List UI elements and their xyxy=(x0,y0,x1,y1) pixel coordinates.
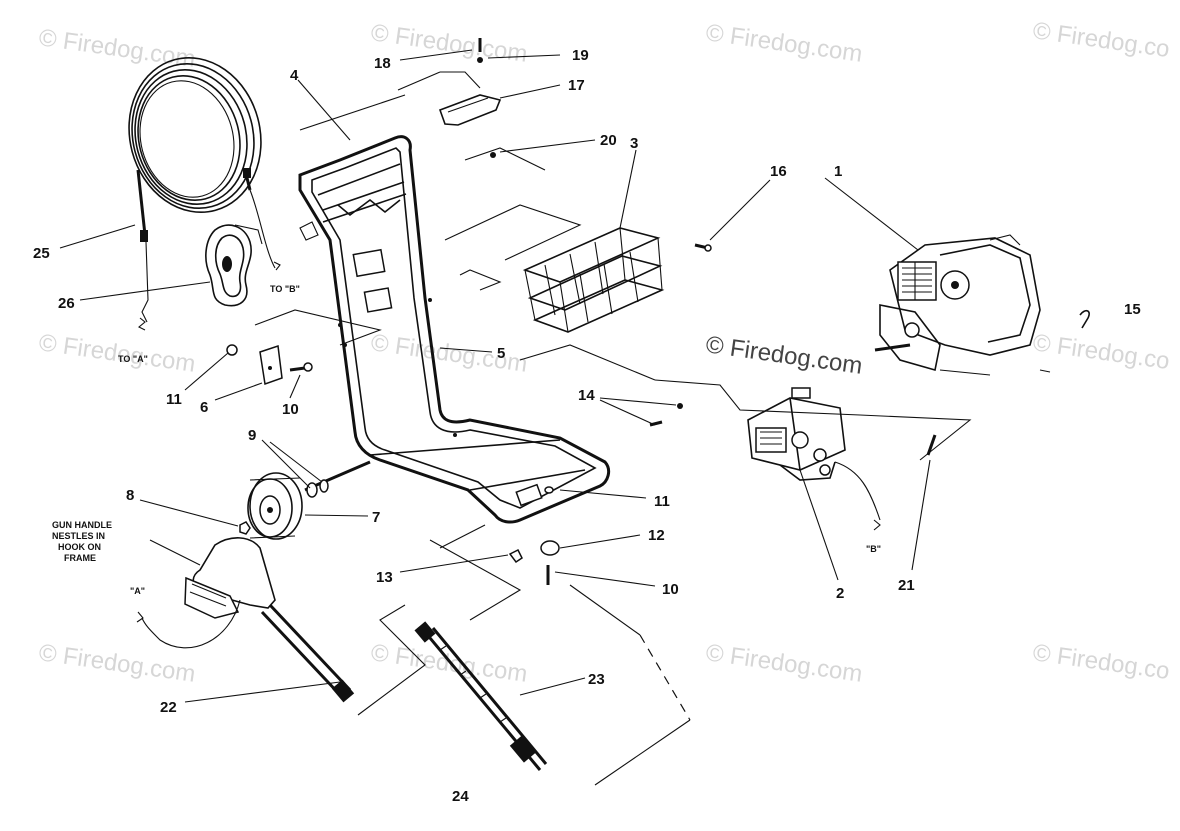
gun-handle-note-line2: NESTLES IN xyxy=(52,531,105,541)
callout-1: 1 xyxy=(834,163,842,180)
watermark-text: © Firedog.com xyxy=(704,19,864,68)
callout-15: 15 xyxy=(1124,301,1141,318)
nut-part-13 xyxy=(508,548,523,564)
annotation-notes: GUN HANDLE NESTLES IN HOOK ON FRAME TO "… xyxy=(52,284,881,596)
gun-handle-note-line1: GUN HANDLE xyxy=(52,520,112,530)
callout-10-lower: 10 xyxy=(662,581,679,598)
callout-7: 7 xyxy=(372,509,380,526)
callout-11-lower: 11 xyxy=(654,493,670,510)
washer-part-19 xyxy=(477,57,483,63)
callout-19: 19 xyxy=(572,47,589,64)
callout-3: 3 xyxy=(630,135,638,152)
spacer-part-12 xyxy=(540,540,560,556)
callout-8: 8 xyxy=(126,487,134,504)
leader-lines xyxy=(59,49,931,703)
frame-part-4 xyxy=(298,135,611,524)
callout-23: 23 xyxy=(588,671,605,688)
watermark-text-center: © Firedog.com xyxy=(704,331,864,380)
callout-25: 25 xyxy=(33,245,50,262)
hook-part-17 xyxy=(438,94,502,126)
callout-9: 9 xyxy=(248,427,256,444)
nut-part-14 xyxy=(677,403,683,409)
watermark-text-partial: © Firedog.co xyxy=(1031,17,1171,63)
to-a-label: TO "A" xyxy=(118,354,148,364)
watermark-text: © Firedog.com xyxy=(704,639,864,688)
to-b-label: TO "B" xyxy=(270,284,300,294)
callout-labels: 1 2 3 4 5 6 7 8 9 10 10 11 11 12 13 14 1… xyxy=(33,47,1141,805)
callout-18: 18 xyxy=(374,55,391,72)
engine-part-1 xyxy=(874,234,1051,376)
callout-26: 26 xyxy=(58,295,75,312)
callout-17: 17 xyxy=(568,77,585,94)
mark-a-label: "A" xyxy=(130,586,145,596)
callout-6: 6 xyxy=(200,399,208,416)
bolt-part-14 xyxy=(649,420,663,427)
callout-24: 24 xyxy=(452,788,469,805)
connector-lines xyxy=(254,71,972,786)
gun-handle-note-line4: FRAME xyxy=(64,553,96,563)
nut-part-20 xyxy=(490,152,496,158)
callout-5: 5 xyxy=(497,345,505,362)
washers-part-9 xyxy=(306,479,329,498)
mark-b-label: "B" xyxy=(866,544,881,554)
callout-10-upper: 10 xyxy=(282,401,299,418)
callout-21: 21 xyxy=(898,577,915,594)
callout-4: 4 xyxy=(290,67,299,84)
pin-part-21 xyxy=(926,434,937,456)
gun-handle-note-line3: HOOK ON xyxy=(58,542,101,552)
spray-gun-part-22 xyxy=(136,537,355,703)
watermark-text-partial: © Firedog.co xyxy=(1031,639,1171,685)
callout-2: 2 xyxy=(836,585,844,602)
callout-22: 22 xyxy=(160,699,177,716)
washer-part-11b xyxy=(544,486,554,494)
callout-11-upper: 11 xyxy=(166,391,182,408)
callout-12: 12 xyxy=(648,527,665,544)
callout-20: 20 xyxy=(600,132,617,149)
nut-part-8 xyxy=(239,521,251,535)
watermark-text: © Firedog.com xyxy=(369,19,529,68)
wand-part-23 xyxy=(414,621,548,771)
watermark-text-partial: © Firedog.co xyxy=(1031,329,1171,375)
wheel-part-7 xyxy=(247,472,303,540)
strap-part-26 xyxy=(205,224,263,307)
hose-coil-part-25 xyxy=(128,57,281,331)
callout-14: 14 xyxy=(578,387,595,404)
basket-part-3 xyxy=(522,227,665,333)
bracket-part-6 xyxy=(226,344,313,386)
clip-part-15 xyxy=(1079,309,1090,329)
callout-16: 16 xyxy=(770,163,787,180)
pump-part-2 xyxy=(747,387,881,531)
callout-13: 13 xyxy=(376,569,393,586)
